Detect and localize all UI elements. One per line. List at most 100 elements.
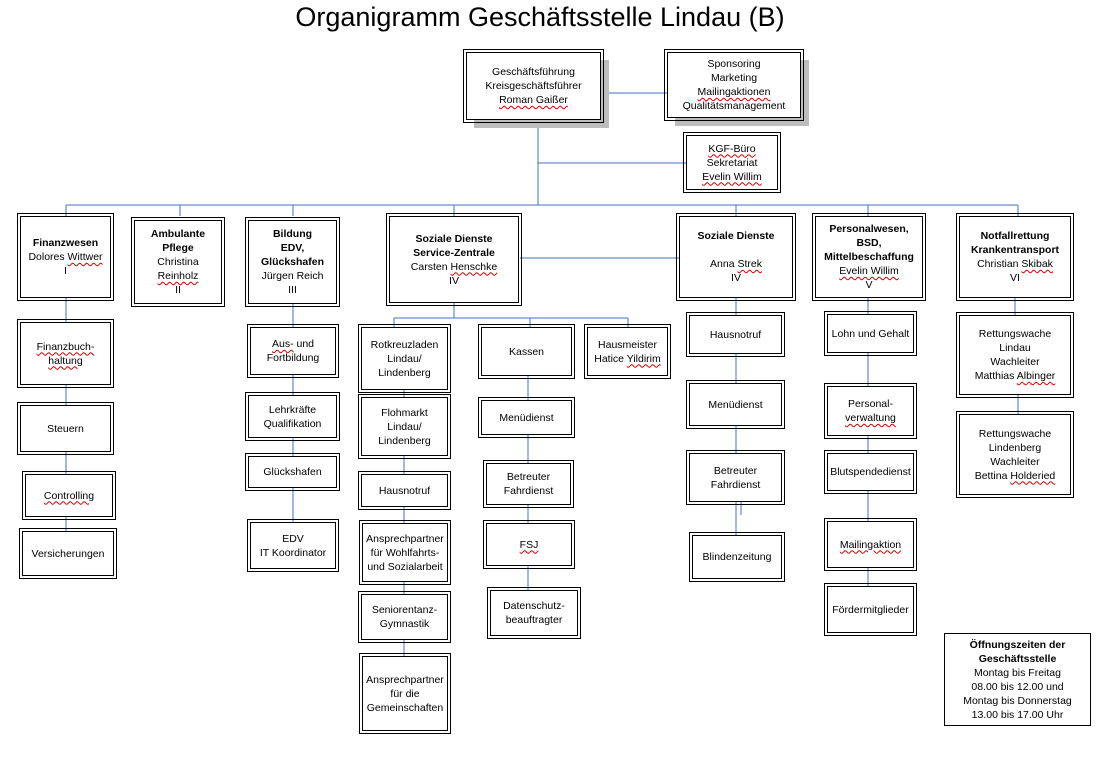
box-line: Geschäftsführung bbox=[492, 66, 575, 78]
dept-title: Glückshafen bbox=[260, 256, 325, 268]
dept-line: IV bbox=[449, 274, 459, 287]
unit-line: Fördermitglieder bbox=[832, 603, 909, 616]
dept-title: Service-Zentrale bbox=[413, 246, 495, 259]
unit-line: Menüdienst bbox=[708, 398, 763, 411]
unit-datenschutz: Datenschutz- beauftragter bbox=[487, 587, 581, 639]
opening-hours-box: Öffnungszeiten der Geschäftsstelle Monta… bbox=[944, 633, 1091, 726]
dept-name: Wittwer bbox=[67, 251, 103, 263]
dept-title: EDV, bbox=[280, 242, 305, 254]
unit-line: Hausnotruf bbox=[709, 328, 762, 341]
unit-line: Rettungswache bbox=[978, 328, 1052, 340]
dept-title: Personalwesen, bbox=[829, 223, 909, 235]
unit-line: Gymnastik bbox=[379, 618, 430, 630]
unit-edv: EDV IT Koordinator bbox=[247, 519, 339, 572]
unit-line: Mailingaktion bbox=[839, 538, 902, 551]
unit-personalverwaltung: Personal- verwaltung bbox=[824, 383, 917, 439]
chart-title: Organigramm Geschäftsstelle Lindau (B) bbox=[295, 2, 785, 32]
unit-lohn-und-gehalt: Lohn und Gehalt bbox=[824, 311, 917, 356]
box-line: Marketing bbox=[710, 72, 758, 84]
dept-title: Krankentransport bbox=[970, 244, 1060, 256]
unit-line: für die bbox=[390, 687, 420, 700]
unit-line: Ansprechpartner bbox=[366, 532, 444, 545]
dept-line: Christian Skibak bbox=[977, 258, 1053, 270]
box-line: KGF-Büro bbox=[708, 142, 756, 155]
unit-line: Bettina Holderied bbox=[974, 469, 1056, 482]
dept-finanzwesen: Finanzwesen Dolores Wittwer I bbox=[17, 213, 114, 301]
unit-line: Betreuter bbox=[506, 471, 551, 483]
unit-line: Lindau/ bbox=[387, 420, 422, 433]
dept-line: III bbox=[288, 284, 297, 296]
unit-line: Lindenberg bbox=[378, 366, 431, 379]
dept-title: BSD, bbox=[856, 237, 882, 249]
dept-line: Reinholz bbox=[157, 270, 199, 282]
unit-line: Kassen bbox=[508, 345, 545, 358]
hours-line: Montag bis Donnerstag bbox=[963, 694, 1072, 707]
unit-steuern: Steuern bbox=[17, 402, 114, 455]
dept-line: V bbox=[865, 279, 873, 291]
dept-name: Henschke bbox=[450, 260, 498, 273]
unit-hausnotruf-sz: Hausnotruf bbox=[358, 471, 451, 510]
unit-line: IT Koordinator bbox=[259, 546, 327, 559]
dept-line: Dolores Wittwer bbox=[28, 251, 103, 263]
unit-line: Steuern bbox=[47, 422, 84, 435]
unit-line: Hausmeister bbox=[598, 338, 657, 351]
unit-line: FSJ bbox=[519, 538, 539, 551]
box-line: Kreisgeschäftsführer bbox=[485, 80, 582, 92]
unit-line: Betreuter bbox=[713, 464, 758, 477]
hours-title: Geschäftsstelle bbox=[978, 652, 1057, 665]
unit-line: haltung bbox=[48, 354, 83, 367]
unit-line: Lohn und Gehalt bbox=[831, 327, 910, 340]
unit-betreuter-fahrdienst-sd: Betreuter Fahrdienst bbox=[686, 450, 785, 505]
unit-line: Lindau/ bbox=[387, 352, 422, 365]
unit-menuedienst-sz: Menüdienst bbox=[478, 397, 575, 438]
unit-line: Rotkreuzladen bbox=[370, 338, 439, 351]
unit-line: Versicherungen bbox=[31, 547, 105, 560]
unit-line: Matthias Albinger bbox=[974, 370, 1056, 382]
unit-line: Fahrdienst bbox=[710, 478, 761, 491]
dept-notfallrettung: Notfallrettung Krankentransport Christia… bbox=[956, 213, 1074, 301]
hours-line: 08.00 bis 12.00 und bbox=[971, 680, 1064, 693]
unit-line: Seniorentanz- bbox=[371, 604, 438, 616]
box-line: Mailingaktionen bbox=[697, 86, 771, 98]
unit-hausnotruf-sd: Hausnotruf bbox=[686, 312, 785, 357]
dept-line: Anna Strek bbox=[710, 258, 762, 270]
unit-line: Ansprechpartner bbox=[366, 673, 444, 686]
unit-word: Yildirim bbox=[626, 352, 661, 365]
unit-line: Blutspendedienst bbox=[830, 466, 911, 478]
unit-line: Hatice Yildirim bbox=[594, 352, 661, 365]
dept-line: II bbox=[175, 284, 181, 296]
unit-word: Aus- bbox=[271, 338, 294, 350]
dept-soziale-dienste: Soziale Dienste Anna Strek IV bbox=[676, 213, 796, 301]
dept-line: Evelin Willim bbox=[839, 265, 899, 277]
dept-title: Pflege bbox=[162, 242, 194, 254]
unit-blindenzeitung: Blindenzeitung bbox=[689, 532, 785, 582]
unit-rettungswache-lindenberg: Rettungswache Lindenberg Wachleiter Bett… bbox=[956, 411, 1074, 498]
unit-line: Flohmarkt bbox=[381, 406, 428, 419]
unit-aus-und-fortbildung: Aus- und Fortbildung bbox=[247, 324, 339, 378]
box-geschaeftsfuehrung: Geschäftsführung Kreisgeschäftsführer Ro… bbox=[463, 49, 604, 123]
unit-line: Menüdienst bbox=[499, 411, 554, 424]
unit-mailingaktion: Mailingaktion bbox=[824, 518, 917, 571]
unit-hausmeister: Hausmeister Hatice Yildirim bbox=[584, 324, 671, 379]
dept-personalwesen: Personalwesen, BSD, Mittelbeschaffung Ev… bbox=[812, 213, 926, 301]
unit-controlling: Controlling bbox=[22, 471, 116, 520]
unit-line: Gemeinschaften bbox=[366, 701, 444, 714]
unit-line: Datenschutz- bbox=[503, 600, 565, 612]
unit-ansprechpartner-wohlfahrt: Ansprechpartner für Wohlfahrts- und Sozi… bbox=[359, 520, 451, 585]
dept-name: Strek bbox=[737, 258, 762, 270]
unit-ansprechpartner-gemeinschaften: Ansprechpartner für die Gemeinschaften bbox=[359, 653, 451, 734]
hours-line: 13.00 bis 17.00 Uhr bbox=[971, 708, 1064, 721]
dept-line: I bbox=[64, 265, 67, 277]
unit-line: verwaltung bbox=[845, 412, 896, 424]
unit-line: Personal- bbox=[848, 398, 893, 410]
unit-finanzbuchhaltung: Finanzbuch- haltung bbox=[17, 319, 114, 388]
unit-line: Finanzbuch- bbox=[36, 340, 95, 353]
unit-rettungswache-lindau: Rettungswache Lindau Wachleiter Matthias… bbox=[956, 312, 1074, 398]
unit-blutspendedienst: Blutspendedienst bbox=[824, 450, 917, 494]
box-line: Evelin Willim bbox=[702, 170, 762, 183]
unit-versicherungen: Versicherungen bbox=[19, 528, 117, 579]
unit-line: Blindenzeitung bbox=[702, 551, 772, 563]
box-kgf-buero: KGF-Büro Sekretariat Evelin Willim bbox=[683, 132, 781, 193]
unit-word: Holderied bbox=[1010, 469, 1056, 482]
box-line: Roman Gaißer bbox=[499, 94, 568, 106]
